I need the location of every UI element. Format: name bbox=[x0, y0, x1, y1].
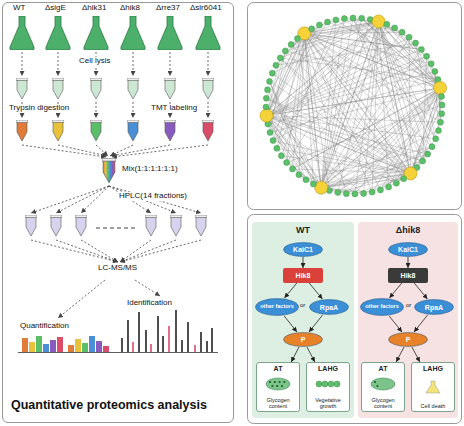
condition-panel: WT KaiC1Hik8 other factors RpaA P AT Glycogen … bbox=[252, 222, 354, 418]
annotation-label: Mix(1:1:1:1:1:1) bbox=[122, 165, 178, 174]
dashed-arrows bbox=[22, 52, 208, 318]
lysate-tubes bbox=[16, 78, 214, 99]
protein-label: P bbox=[406, 336, 411, 343]
phenotype-icon bbox=[313, 377, 343, 391]
panel-heading: Δhik8 bbox=[358, 225, 458, 235]
annotation-label: Identification bbox=[126, 299, 173, 308]
annotation-label: HPLC(14 fractions) bbox=[118, 192, 188, 201]
condition-label: AT bbox=[379, 365, 388, 372]
quantification-bars bbox=[22, 336, 109, 352]
annotation-label: WT bbox=[13, 4, 25, 13]
annotation-label: or bbox=[406, 302, 411, 309]
annotation-label: Trypsin digestion bbox=[8, 104, 70, 113]
annotation-label: Δrre37 bbox=[156, 4, 180, 13]
annotation-label: or bbox=[300, 302, 305, 309]
identification-spectrum bbox=[122, 310, 212, 352]
spectrum-baseline bbox=[18, 352, 218, 353]
workflow-panel: Quantitative proteomics analysis bbox=[2, 2, 234, 423]
kinase-box: Hik8 bbox=[283, 268, 323, 283]
protein-ellipse: RpaA bbox=[309, 299, 349, 315]
protein-ellipse: KaiC1 bbox=[283, 242, 323, 257]
phenotype-icon bbox=[418, 380, 448, 394]
protein-label: P bbox=[301, 336, 306, 343]
protein-label: KaiC1 bbox=[293, 246, 313, 253]
phenotype-box: LAHG Cell death bbox=[411, 362, 455, 412]
panel-title: Quantitative proteomics analysis bbox=[11, 398, 229, 412]
protein-label: RpaA bbox=[425, 304, 443, 311]
mixed-tube bbox=[102, 158, 116, 183]
protein-label: other factors bbox=[260, 304, 294, 310]
phenotype-icon bbox=[368, 377, 398, 391]
network-panel bbox=[248, 3, 462, 210]
phenotype-label: Vegetative growth bbox=[308, 397, 348, 409]
protein-ellipse: RpaA bbox=[414, 299, 454, 315]
fraction-tubes bbox=[25, 215, 207, 236]
protein-ellipse: KaiC1 bbox=[388, 242, 428, 257]
protein-label: other factors bbox=[365, 304, 399, 310]
phenotype-box: AT Glycogen content bbox=[361, 362, 405, 412]
phenotype-box: AT Glycogen content bbox=[256, 362, 300, 412]
annotation-label: Δhik31 bbox=[82, 4, 106, 13]
kinase-label: Hik8 bbox=[401, 272, 416, 279]
annotation-label: Cell lysis bbox=[78, 57, 112, 66]
panel-heading: WT bbox=[252, 225, 354, 235]
annotation-label: Δslr6041 bbox=[190, 4, 222, 13]
protein-ellipse: P bbox=[283, 332, 323, 347]
fraction-ellipsis bbox=[96, 227, 138, 228]
condition-label: AT bbox=[274, 365, 283, 372]
model-panel bbox=[248, 215, 462, 424]
protein-label: KaiC1 bbox=[398, 246, 418, 253]
phenotype-label: Glycogen content bbox=[363, 397, 403, 409]
kinase-box: Hik8 bbox=[388, 268, 428, 283]
annotation-label: Quantification bbox=[20, 322, 69, 331]
phenotype-box: LAHG Vegetative growth bbox=[306, 362, 350, 412]
condition-panel: Δhik8KaiC1Hik8 other factors RpaA P AT Glycog… bbox=[358, 222, 458, 418]
tmt-tubes bbox=[16, 120, 214, 141]
protein-ellipse: other factors bbox=[255, 298, 299, 316]
annotation-label: LC-MS/MS bbox=[97, 264, 138, 273]
annotation-label: Δhik8 bbox=[120, 4, 140, 13]
annotation-label: TMT labeling bbox=[150, 104, 198, 113]
condition-label: LAHG bbox=[423, 365, 443, 372]
phenotype-icon bbox=[263, 377, 293, 391]
culture-flasks bbox=[10, 16, 221, 50]
phenotype-label: Cell death bbox=[421, 403, 446, 409]
protein-label: RpaA bbox=[320, 304, 338, 311]
annotation-label: ΔsigE bbox=[45, 4, 66, 13]
condition-label: LAHG bbox=[318, 365, 338, 372]
kinase-label: Hik8 bbox=[296, 272, 311, 279]
phenotype-label: Glycogen content bbox=[258, 397, 298, 409]
protein-ellipse: other factors bbox=[360, 298, 404, 316]
protein-ellipse: P bbox=[388, 332, 428, 347]
interaction-network bbox=[260, 15, 447, 197]
